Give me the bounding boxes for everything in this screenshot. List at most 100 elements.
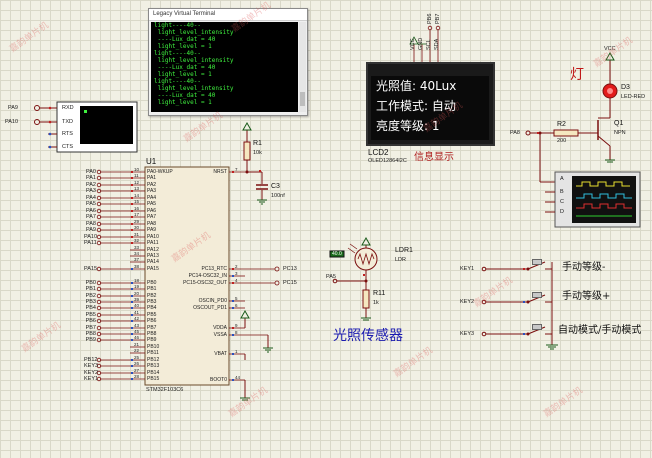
- lcd-net-pb7: PB7: [435, 13, 441, 24]
- mcu-pin-number: 6: [235, 303, 238, 308]
- net-pc15: PC15: [283, 280, 297, 286]
- mcu-pin-number: 41: [134, 310, 140, 315]
- uart-terminal-symbol[interactable]: [34, 101, 138, 153]
- mcu-pin-number: 33: [134, 245, 140, 250]
- net-pa5: PA5: [326, 274, 336, 280]
- mcu-pin-number: 17: [134, 212, 140, 217]
- mcu-left-pin-markers-b: [131, 268, 133, 380]
- mcu-net-label: PA11: [84, 240, 97, 246]
- uart-pin-txd: TXD: [62, 119, 73, 125]
- terminal-output[interactable]: light----40-- light_level_intensity ----…: [151, 22, 298, 112]
- key3-button[interactable]: [532, 324, 542, 330]
- mcu-pin-number: 10: [134, 167, 140, 172]
- mcu-pin-number: 38: [134, 264, 140, 269]
- mcu-pin-name: PB7: [147, 325, 157, 331]
- analog-power: [240, 309, 273, 401]
- net-key2: KEY2: [460, 299, 475, 305]
- terminal-line: light_level_intensity: [154, 85, 234, 92]
- uart-pin-rxd: RXD: [62, 105, 74, 111]
- mcu-net-label: PB4: [85, 305, 96, 311]
- mcu-pin-name: PB0: [147, 280, 157, 286]
- mcu-pin-name: PA12: [147, 247, 159, 253]
- terminal-scrollbar[interactable]: [299, 22, 306, 112]
- mcu-pin-name: PB14: [147, 370, 160, 376]
- mcu-pin-name: PB11: [147, 350, 159, 356]
- vcc-label: VCC: [604, 46, 616, 52]
- mcu-net-label: PA10: [84, 234, 98, 240]
- c3-ref: C3: [271, 183, 280, 190]
- mcu-net-label: PB5: [85, 312, 96, 318]
- mcu-pin-name: PB10: [147, 344, 160, 350]
- oled-display[interactable]: 光照值: 40Lux 工作模式: 自动 亮度等级: 1: [366, 62, 495, 146]
- q1-ref: Q1: [614, 120, 624, 127]
- mcu-pin-name: VDDA: [213, 325, 227, 331]
- mcu-net-label: PB2: [85, 293, 96, 299]
- mcu-body[interactable]: [144, 166, 230, 386]
- net-pc13: PC13: [283, 266, 297, 272]
- oscilloscope[interactable]: [545, 171, 641, 228]
- d3-ref: D3: [621, 84, 630, 91]
- mcu-pin-number: 12: [134, 180, 140, 185]
- ldr-sensor[interactable]: [329, 236, 378, 321]
- mcu-net-label: PA9: [86, 227, 96, 233]
- mcu-net-label: PA5: [86, 201, 96, 207]
- scrollbar-thumb[interactable]: [300, 92, 305, 106]
- reset-circuit[interactable]: [242, 121, 268, 205]
- key1-button[interactable]: [532, 259, 542, 265]
- key-switches[interactable]: [481, 261, 558, 350]
- mcu-pin-number: 45: [134, 329, 140, 334]
- mcu-pin-name: PB9: [147, 337, 157, 343]
- uart-pin-cts: CTS: [62, 144, 73, 150]
- key2-button[interactable]: [532, 292, 542, 298]
- mcu-pin-name: PB12: [147, 357, 160, 363]
- mcu-pin-name: PA2: [147, 182, 157, 188]
- mcu-pin-number: 16: [134, 206, 140, 211]
- net-key3: KEY3: [460, 331, 475, 337]
- mcu-net-label: PA15: [84, 266, 98, 272]
- r11-value: 1k: [373, 300, 379, 306]
- lamp-label: 灯: [570, 67, 584, 83]
- mcu-pin-number: 37: [134, 257, 140, 262]
- mcu-pin-number: 27: [134, 368, 140, 373]
- mcu-pin-number: 2: [235, 264, 238, 269]
- mcu-pin-name: PA15: [147, 266, 159, 272]
- key1-caption: 手动等级-: [562, 262, 606, 273]
- lcd-pin-gnd: GND: [418, 37, 424, 50]
- mcu-model: STM32F103C6: [146, 387, 184, 393]
- ldr-ref: LDR1: [395, 247, 413, 254]
- sensor-caption: 光照传感器: [333, 328, 403, 344]
- lcd-pin-vcc: VCC: [410, 38, 416, 50]
- terminal-line: light_level = 1: [154, 71, 212, 78]
- mcu-pin-name: PA5: [147, 201, 157, 207]
- lcd-row-lux: 光照值: 40Lux: [376, 79, 457, 93]
- r11-body: [362, 289, 370, 309]
- scope-ch-a: A: [560, 176, 564, 182]
- terminal-line: light_level_intensity: [154, 57, 234, 64]
- terminal-title[interactable]: Legacy Virtual Terminal: [149, 9, 307, 21]
- r1-body: [243, 141, 251, 161]
- uart-display: [80, 106, 133, 144]
- mcu-net-label: PA1: [86, 175, 96, 181]
- mcu-pin-name: PA13: [147, 253, 159, 259]
- mcu-pin-name: PB6: [147, 318, 157, 324]
- led-driver[interactable]: [525, 51, 618, 183]
- mcu-pin-number: 13: [134, 186, 140, 191]
- mcu-pin-number: 5: [235, 296, 238, 301]
- mcu-pin-number: 21: [134, 342, 140, 347]
- lcd-model: OLED12864I2C: [368, 158, 407, 164]
- mcu-pin-name: PA9: [147, 227, 157, 233]
- mcu-pin-name: PA10: [147, 234, 159, 240]
- mcu-pin-number: 19: [134, 284, 140, 289]
- key2-caption: 手动等级+: [562, 291, 611, 302]
- mcu-left-terminals: [96, 169, 102, 382]
- mcu-pin-name: PA3: [147, 188, 157, 194]
- lcd-pin-wires: [409, 25, 441, 62]
- mcu-net-label: PB7: [85, 325, 96, 331]
- virtual-terminal-window[interactable]: Legacy Virtual Terminal light----40-- li…: [148, 8, 308, 116]
- q1-value: NPN: [614, 130, 626, 136]
- mcu-pin-number: 43: [134, 323, 140, 328]
- mcu-pin-number: 25: [134, 355, 140, 360]
- mcu-pin-number: 44: [235, 375, 241, 380]
- mcu-pin-number: 14: [134, 193, 140, 198]
